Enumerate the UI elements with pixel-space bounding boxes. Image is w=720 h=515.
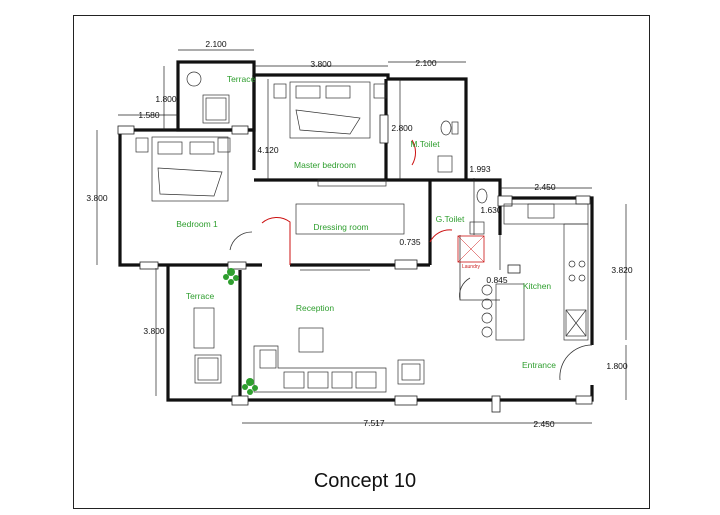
wall-blocks xyxy=(117,114,593,413)
g-toilet-wc xyxy=(476,188,488,204)
dim-bedroom-height: 3.800 xyxy=(86,193,108,203)
doors xyxy=(229,139,593,381)
label-terrace-top: Terrace xyxy=(227,74,256,84)
label-entrance: Entrance xyxy=(522,360,556,370)
label-master-bedroom: Master bedroom xyxy=(294,160,356,170)
coffee-table xyxy=(298,327,324,353)
dim-terrace-offset: 1.580 xyxy=(138,110,160,120)
dim-entrance-height: 1.800 xyxy=(606,361,628,371)
dim-toilet-width: 2.100 xyxy=(415,58,437,68)
dimension-lines xyxy=(96,49,627,424)
drawing-frame xyxy=(73,15,650,509)
dim-terrace-left-height: 3.800 xyxy=(143,326,165,336)
g-toilet-walls xyxy=(430,178,502,235)
dim-master-height: 4.120 xyxy=(257,145,279,155)
reception-sofa xyxy=(253,345,387,393)
dressing-counter xyxy=(317,179,387,187)
laundry-door xyxy=(459,277,471,301)
dressing-table xyxy=(295,203,405,235)
master-bed xyxy=(273,81,387,139)
dim-laundry-width: 0.845 xyxy=(486,275,508,285)
label-kitchen: Kitchen xyxy=(523,281,552,291)
kitchen-walls xyxy=(500,196,594,345)
room-labels: Terrace Master bedroom M.Toilet Bedroom … xyxy=(176,74,556,370)
bedroom1-bed xyxy=(135,136,231,202)
label-g-toilet: G.Toilet xyxy=(436,214,465,224)
master-top-wall xyxy=(254,73,468,180)
drawing-title: Concept 10 xyxy=(313,470,417,492)
dim-kitchen-height: 3.820 xyxy=(611,265,633,275)
dressing-door xyxy=(261,216,291,265)
dim-bottom-main: 7.517 xyxy=(363,418,385,428)
dim-g-toilet-width: 1.993 xyxy=(469,164,491,174)
label-laundry: Laundry xyxy=(462,264,481,270)
furniture xyxy=(135,71,589,395)
entrance-door xyxy=(559,344,593,381)
g-toilet-door xyxy=(429,229,453,243)
plant-icon xyxy=(242,378,258,395)
label-bedroom1: Bedroom 1 xyxy=(176,219,218,229)
kitchen-counters xyxy=(481,203,589,341)
m-toilet-wc xyxy=(440,120,452,136)
dimension-labels: 2.100 3.800 2.100 1.800 1.580 3.800 4.12… xyxy=(86,39,633,429)
plant-icon xyxy=(223,268,239,285)
m-toilet-door xyxy=(411,139,416,166)
terrace-table-left xyxy=(193,307,215,349)
bedroom1-door xyxy=(229,231,253,251)
terrace-table xyxy=(186,71,202,87)
terrace-chair-left xyxy=(194,354,222,384)
terrace-chair-top xyxy=(202,94,230,124)
g-toilet-sink xyxy=(469,221,485,235)
laundry-box xyxy=(457,235,485,263)
label-dressing-room: Dressing room xyxy=(313,222,368,232)
dim-terrace-height: 1.800 xyxy=(155,94,177,104)
dim-corridor-width: 0.735 xyxy=(399,237,421,247)
label-m-toilet: M.Toilet xyxy=(410,139,440,149)
bedroom1-outer-walls xyxy=(118,130,262,267)
m-toilet-sink xyxy=(437,155,453,173)
dim-g-toilet-height: 1.630 xyxy=(480,205,502,215)
dim-top-terrace-width: 2.100 xyxy=(205,39,227,49)
label-reception: Reception xyxy=(296,303,335,313)
dim-bottom-right: 2.450 xyxy=(533,419,555,429)
dim-kitchen-width: 2.450 xyxy=(534,182,556,192)
armchair xyxy=(397,359,425,385)
dim-master-width: 3.800 xyxy=(310,59,332,69)
dim-m-toilet-height: 2.800 xyxy=(391,123,413,133)
reception-bottom-wall xyxy=(166,265,500,402)
label-terrace-left: Terrace xyxy=(186,291,215,301)
